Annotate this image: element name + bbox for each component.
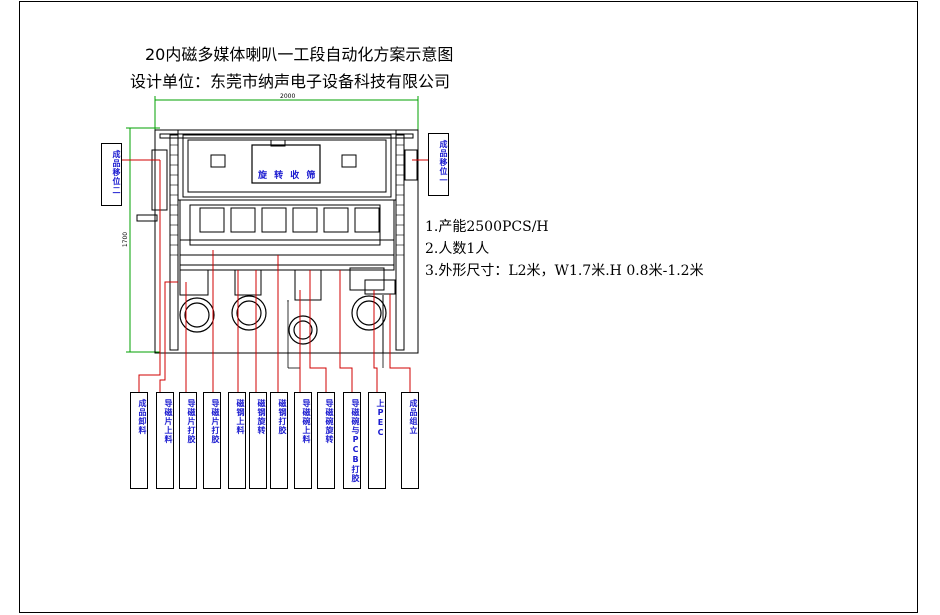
station-label: 导磁碗上料 — [294, 392, 312, 489]
station-label-text: 成品卸料 — [138, 399, 147, 435]
station-label-text: 导磁片打胶 — [187, 399, 196, 444]
station-label-text: 导磁片上料 — [164, 399, 173, 444]
station-label-text: 成品组立 — [409, 399, 418, 435]
dimension-left-label: 1700 — [122, 231, 130, 248]
station-label: 成品卸料 — [130, 392, 148, 489]
spec-dimensions: 3.外形尺寸：L2米，W1.7米.H 0.8米-1.2米 — [425, 263, 704, 279]
station-label-text: 磁钢旋转 — [257, 399, 266, 435]
machine-body — [136, 129, 419, 354]
station-label-text: 上PEC — [376, 399, 385, 438]
station-label: 导磁碗与PCB打胶 — [343, 392, 361, 489]
side-label-left-text: 成品移位二 — [112, 150, 121, 195]
spec-capacity: 1.产能2500PCS/H — [425, 219, 549, 235]
design-company: 设计单位：东莞市纳声电子设备科技有限公司 — [130, 72, 451, 91]
station-label-text: 磁钢上料 — [236, 399, 245, 435]
station-label: 导磁片打胶 — [179, 392, 197, 489]
station-label: 磁钢上料 — [228, 392, 246, 489]
station-label: 导磁片上料 — [156, 392, 174, 489]
station-label: 磁钢旋转 — [249, 392, 267, 489]
station-label: 上PEC — [368, 392, 386, 489]
side-label-right: 成品移位一 — [428, 133, 449, 196]
station-label: 导磁片打胶 — [203, 392, 221, 489]
drawing-frame — [19, 1, 918, 613]
station-label-text: 导磁片打胶 — [211, 399, 220, 444]
feeder-bowls — [179, 295, 387, 345]
side-label-left: 成品移位二 — [101, 143, 122, 206]
rotary-panel-label: 旋 转 收 筛 — [258, 171, 318, 181]
station-label: 磁钢打胶 — [270, 392, 288, 489]
spec-headcount: 2.人数1人 — [425, 241, 490, 257]
dimension-lines — [126, 96, 419, 353]
drawing-title: 20内磁多媒体喇叭一工段自动化方案示意图 — [145, 45, 454, 64]
station-label-text: 导磁碗旋转 — [325, 399, 334, 444]
station-label: 导磁碗旋转 — [317, 392, 335, 489]
station-label: 成品组立 — [401, 392, 419, 489]
dimension-top-label: 2000 — [280, 93, 296, 100]
station-label-text: 导磁碗与PCB打胶 — [351, 399, 360, 483]
rail-hatching — [170, 144, 404, 256]
leader-lines — [122, 159, 428, 392]
side-label-right-text: 成品移位一 — [439, 140, 448, 185]
station-label-text: 导磁碗上料 — [302, 399, 311, 444]
station-label-text: 磁钢打胶 — [278, 399, 287, 435]
connector-lines — [287, 300, 384, 369]
